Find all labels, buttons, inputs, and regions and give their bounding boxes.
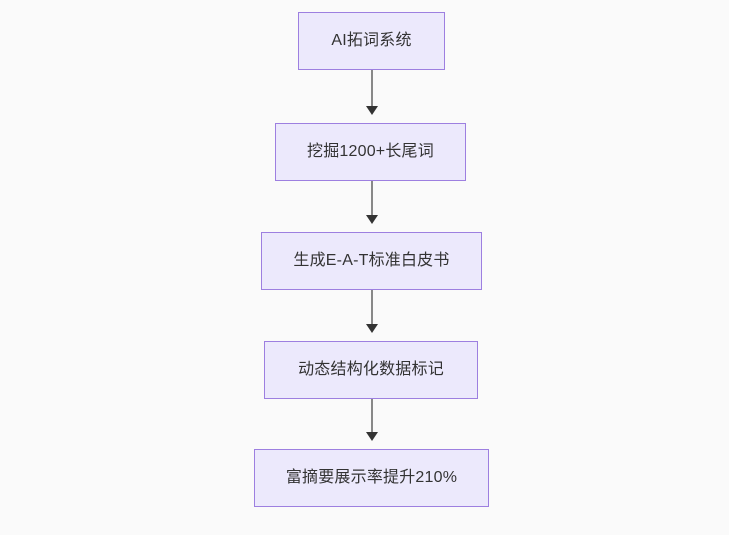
arrowhead-icon — [366, 324, 378, 333]
flow-node-label: 挖掘1200+长尾词 — [307, 143, 434, 160]
flow-node-dynamic-structured-data-markup[interactable]: 动态结构化数据标记 — [264, 341, 478, 399]
edge-line — [371, 290, 373, 326]
edge-line — [371, 70, 373, 108]
arrowhead-icon — [366, 215, 378, 224]
flow-node-mine-longtail-keywords[interactable]: 挖掘1200+长尾词 — [275, 123, 466, 181]
flow-node-ai-keyword-system[interactable]: AI拓词系统 — [298, 12, 445, 70]
edge-line — [371, 181, 373, 217]
flow-node-label: AI拓词系统 — [331, 32, 412, 49]
edge-line — [371, 399, 373, 434]
flow-node-label: 动态结构化数据标记 — [298, 361, 444, 378]
arrowhead-icon — [366, 432, 378, 441]
arrowhead-icon — [366, 106, 378, 115]
flow-node-generate-eat-whitepaper[interactable]: 生成E-A-T标准白皮书 — [261, 232, 482, 290]
flow-node-label: 富摘要展示率提升210% — [285, 469, 458, 486]
flow-node-rich-snippet-rate-increase[interactable]: 富摘要展示率提升210% — [254, 449, 489, 507]
flow-node-label: 生成E-A-T标准白皮书 — [293, 252, 450, 269]
